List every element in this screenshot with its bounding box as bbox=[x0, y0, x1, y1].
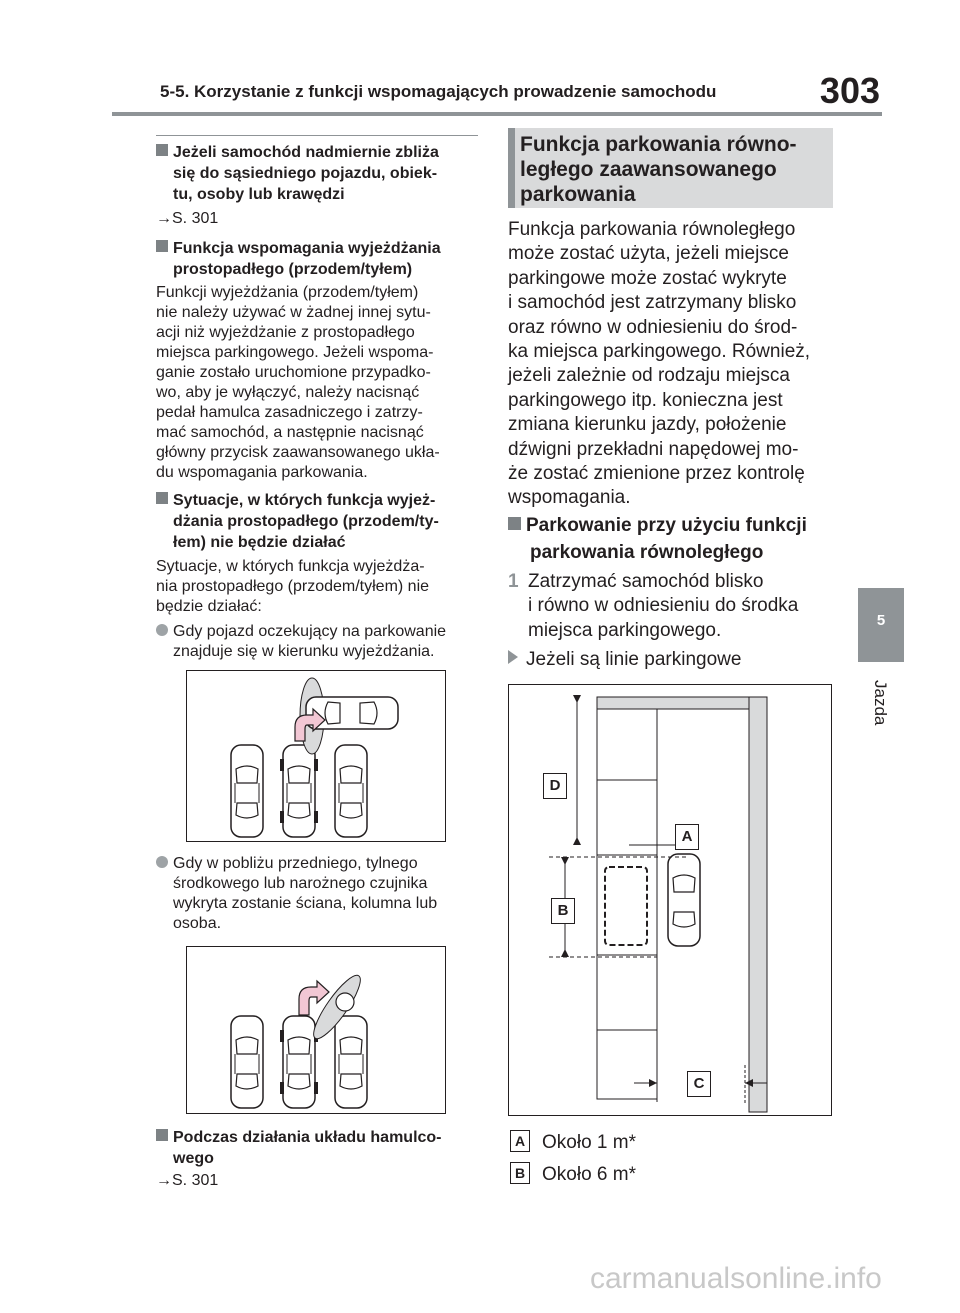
parking-exit-diagram-2 bbox=[230, 974, 368, 1109]
square-bullet-icon bbox=[156, 240, 168, 252]
watermark: carmanualsonline.info bbox=[590, 1262, 882, 1295]
paragraph-situations: Sytuacje, w których funkcja wyjeżdża-nia… bbox=[156, 558, 430, 615]
legend-key-b: B bbox=[510, 1162, 530, 1184]
sub-parking-lines: Jeżeli są linie parkingowe bbox=[508, 648, 833, 672]
running-header-title: 5-5. Korzystanie z funkcji wspomagającyc… bbox=[160, 82, 717, 101]
fig-label-d: D bbox=[543, 773, 567, 799]
chapter-tab-number: 5 bbox=[876, 612, 886, 629]
square-bullet-icon bbox=[156, 1129, 168, 1141]
section-heading-box bbox=[508, 128, 833, 208]
figure-sensor-obstacle bbox=[186, 946, 446, 1114]
page-reference-2: →S. 301 bbox=[156, 1172, 219, 1189]
circle-bullet-icon bbox=[156, 624, 168, 636]
header-rule bbox=[112, 112, 882, 116]
square-bullet-icon bbox=[156, 144, 168, 156]
heading-approach-warning: Jeżeli samochód nadmiernie zbliża się do… bbox=[156, 142, 478, 205]
page-reference-1: →S. 301 bbox=[156, 210, 219, 227]
fig-label-c: C bbox=[687, 1071, 711, 1097]
square-bullet-icon bbox=[508, 517, 521, 530]
heading-exit-not-working: Sytuacje, w których funkcja wyjeż- dżani… bbox=[156, 490, 478, 553]
paragraph-exit-usage: Funkcji wyjeżdżania (przodem/tyłem)nie n… bbox=[156, 284, 440, 481]
parking-exit-diagram-1 bbox=[230, 677, 399, 838]
heading-braking: Podczas działania układu hamulco- wego bbox=[156, 1127, 478, 1169]
fig-label-b: B bbox=[551, 898, 575, 924]
square-bullet-icon bbox=[156, 492, 168, 504]
chapter-tab bbox=[858, 588, 904, 662]
left-top-rule bbox=[156, 135, 478, 136]
bullet-sensor-obstacle: Gdy w pobliżu przedniego, tylnego środko… bbox=[156, 854, 478, 934]
section-heading: Funkcja parkowania równo- ległego zaawan… bbox=[520, 133, 797, 206]
figure-parallel-parking: D A B C bbox=[508, 684, 832, 1116]
triangle-bullet-icon bbox=[508, 650, 518, 664]
bullet-waiting-vehicle: Gdy pojazd oczekujący na parkowanie znaj… bbox=[156, 622, 478, 662]
legend-key-a: A bbox=[510, 1130, 530, 1152]
chapter-tab-label: Jazda bbox=[871, 680, 890, 726]
figure-waiting-vehicle bbox=[186, 670, 446, 842]
step-number: 1 bbox=[508, 571, 519, 592]
page-number: 303 bbox=[819, 70, 880, 111]
heading-perpendicular-exit: Funkcja wspomagania wyjeżdżania prostopa… bbox=[156, 238, 478, 280]
heading-parallel-parking: Parkowanie przy użyciu funkcji parkowani… bbox=[508, 512, 833, 566]
fig-label-a: A bbox=[675, 824, 699, 850]
parallel-parking-diagram bbox=[549, 695, 768, 1113]
circle-bullet-icon bbox=[156, 856, 168, 868]
